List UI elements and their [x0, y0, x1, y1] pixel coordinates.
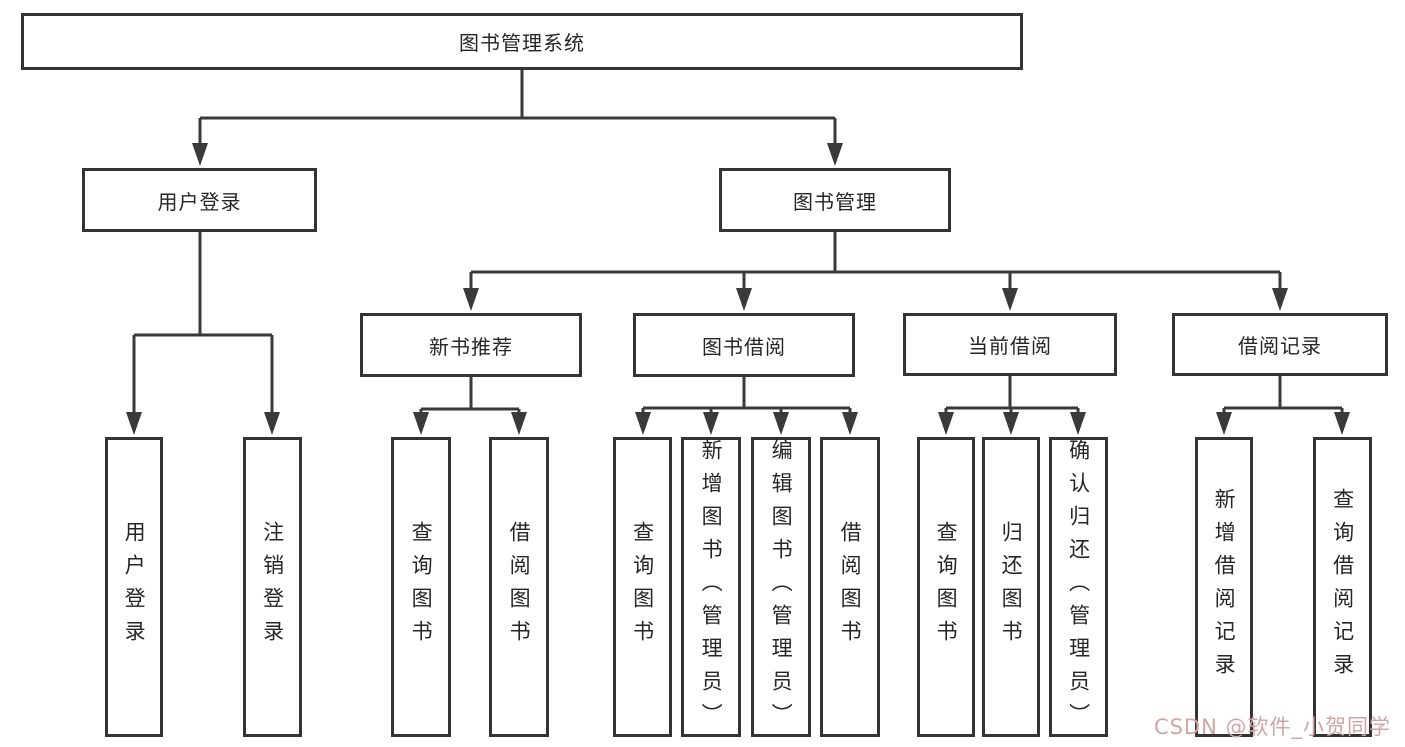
arrowhead-icon	[463, 288, 479, 311]
node-label: 编辑图书（管理员）	[769, 438, 794, 736]
leaf-return-book: 归还图书	[982, 437, 1040, 737]
connector-book-mgmt-to-level3	[463, 232, 1288, 311]
node-label: 注销登录	[260, 521, 285, 653]
leaf-user-login: 用户登录	[105, 437, 163, 737]
connector-root-to-level2	[192, 70, 843, 166]
arrowhead-icon	[1334, 412, 1350, 435]
arrowhead-icon	[842, 412, 858, 435]
leaf-edit-book-admin: 编辑图书（管理员）	[751, 437, 811, 737]
arrowhead-icon	[703, 412, 719, 435]
connector-current-borrow-branch	[938, 375, 1086, 435]
leaf-add-book-admin: 新增图书（管理员）	[681, 437, 741, 737]
node-book-management: 图书管理	[719, 168, 951, 232]
arrowhead-icon	[827, 143, 843, 166]
leaf-query-book-1: 查询图书	[391, 437, 451, 737]
arrowhead-icon	[773, 412, 789, 435]
node-label: 借阅图书	[838, 521, 863, 653]
node-label: 借阅记录	[1238, 334, 1322, 358]
arrowhead-icon	[938, 412, 954, 435]
node-label: 查询图书	[934, 521, 959, 653]
arrowhead-icon	[264, 412, 280, 435]
arrowhead-icon	[1272, 288, 1288, 311]
leaf-add-borrow-record: 新增借阅记录	[1195, 437, 1253, 737]
node-user-login: 用户登录	[82, 168, 317, 232]
node-label: 用户登录	[122, 521, 147, 653]
arrowhead-icon	[1003, 412, 1019, 435]
arrowhead-icon	[1070, 412, 1086, 435]
leaf-logout: 注销登录	[243, 437, 302, 737]
arrowhead-icon	[1216, 412, 1232, 435]
connector-user-login-branch	[126, 232, 280, 435]
arrowhead-icon	[192, 143, 208, 166]
node-label: 查询借阅记录	[1330, 488, 1355, 686]
node-label: 图书管理系统	[459, 31, 585, 55]
arrowhead-icon	[413, 412, 429, 435]
arrowhead-icon	[126, 412, 142, 435]
node-current-borrow: 当前借阅	[903, 313, 1117, 376]
node-label: 图书借阅	[702, 334, 786, 359]
node-label: 归还图书	[999, 521, 1024, 653]
node-label: 新增图书（管理员）	[699, 438, 724, 736]
node-label: 新增借阅记录	[1212, 488, 1237, 686]
connector-borrow-record-branch	[1216, 376, 1350, 435]
connector-new-book-branch	[413, 377, 527, 435]
node-label: 图书管理	[793, 189, 877, 214]
connector-book-borrow-branch	[635, 377, 858, 435]
node-label: 查询图书	[630, 521, 655, 653]
leaf-query-book-3: 查询图书	[917, 437, 975, 737]
node-borrow-record: 借阅记录	[1172, 313, 1388, 376]
node-label: 借阅图书	[507, 521, 532, 653]
node-label: 确认归还（管理员）	[1066, 438, 1091, 736]
arrowhead-icon	[1002, 288, 1018, 311]
node-label: 用户登录	[157, 189, 242, 214]
node-root-system: 图书管理系统	[21, 13, 1023, 70]
arrowhead-icon	[511, 412, 527, 435]
node-label: 当前借阅	[968, 334, 1052, 358]
arrowhead-icon	[635, 412, 651, 435]
arrowhead-icon	[736, 288, 752, 311]
node-label: 查询图书	[409, 521, 434, 653]
node-label: 新书推荐	[429, 334, 513, 359]
leaf-borrow-book-2: 借阅图书	[820, 437, 880, 737]
leaf-query-borrow-record: 查询借阅记录	[1313, 437, 1372, 737]
leaf-query-book-2: 查询图书	[613, 437, 672, 737]
leaf-borrow-book-1: 借阅图书	[489, 437, 549, 737]
node-new-book-recommend: 新书推荐	[360, 313, 582, 377]
leaf-confirm-return-admin: 确认归还（管理员）	[1049, 437, 1108, 737]
node-book-borrow: 图书借阅	[633, 313, 855, 377]
